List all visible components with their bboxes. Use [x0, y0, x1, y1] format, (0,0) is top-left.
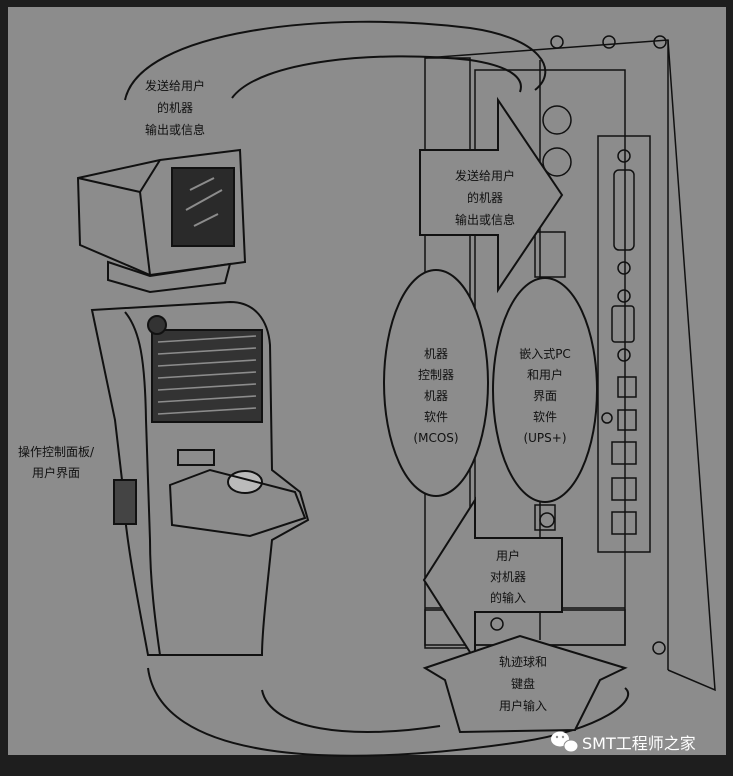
svg-text:界面: 界面 — [533, 389, 557, 403]
svg-text:输出或信息: 输出或信息 — [455, 212, 515, 227]
ups-ellipse — [492, 277, 598, 503]
svg-text:软件: 软件 — [424, 410, 448, 424]
svg-text:操作控制面板/: 操作控制面板/ — [18, 444, 95, 459]
svg-text:的输入: 的输入 — [490, 590, 526, 605]
svg-text:软件: 软件 — [533, 410, 557, 424]
monitor-illustration — [76, 148, 247, 294]
operator-console-illustration — [90, 300, 310, 656]
label-top-arrow: 发送给用户 的机器 输出或信息 — [145, 78, 205, 137]
svg-text:轨迹球和: 轨迹球和 — [499, 655, 547, 669]
top-arc-arrow — [124, 20, 547, 101]
watermark: SMT工程师之家 — [551, 731, 696, 753]
trackball-arrow — [422, 634, 628, 734]
label-ups: 嵌入式PC 和用户 界面 软件 (UPS+) — [519, 347, 571, 445]
label-trackball-arrow: 轨迹球和 键盘 用户输入 — [499, 655, 547, 713]
svg-text:机器: 机器 — [424, 389, 448, 403]
svg-text:和用户: 和用户 — [527, 367, 563, 382]
wechat-icon — [551, 731, 579, 753]
svg-text:用户输入: 用户输入 — [499, 698, 547, 713]
svg-text:键盘: 键盘 — [511, 676, 535, 691]
svg-text:发送给用户: 发送给用户 — [455, 168, 515, 183]
output-arrow — [419, 96, 564, 294]
svg-text:机器: 机器 — [424, 347, 448, 361]
chassis-ports — [490, 35, 667, 655]
svg-text:输出或信息: 输出或信息 — [145, 122, 205, 137]
svg-text:用户界面: 用户界面 — [32, 465, 80, 480]
svg-text:对机器: 对机器 — [490, 570, 526, 584]
mcos-ellipse — [383, 269, 489, 497]
svg-text:控制器: 控制器 — [418, 368, 454, 382]
svg-text:(UPS+): (UPS+) — [523, 431, 566, 445]
svg-text:(MCOS): (MCOS) — [413, 431, 458, 445]
bottom-arc-arrow — [147, 667, 630, 757]
svg-text:的机器: 的机器 — [467, 190, 503, 205]
svg-text:用户: 用户 — [496, 548, 520, 563]
label-mcos: 机器 控制器 机器 软件 (MCOS) — [413, 347, 458, 445]
user-input-arrow — [422, 496, 563, 664]
label-user-input-arrow: 用户 对机器 的输入 — [490, 548, 526, 605]
svg-text:嵌入式PC: 嵌入式PC — [519, 347, 571, 361]
label-panel: 操作控制面板/ 用户界面 — [18, 444, 95, 480]
label-output-arrow: 发送给用户 的机器 输出或信息 — [455, 168, 515, 227]
svg-text:的机器: 的机器 — [157, 100, 193, 115]
watermark-text: SMT工程师之家 — [582, 734, 696, 753]
svg-text:发送给用户: 发送给用户 — [145, 78, 205, 93]
